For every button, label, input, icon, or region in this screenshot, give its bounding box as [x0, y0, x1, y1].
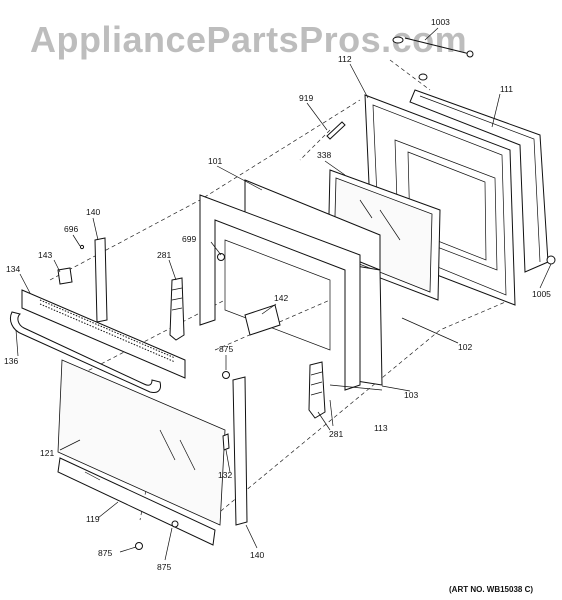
vent-trim-part: [21, 289, 186, 379]
callout-140-top: 140: [86, 207, 100, 217]
callout-136: 136: [4, 356, 18, 366]
hinge-channel-bottom-part: [232, 376, 248, 526]
door-handle-part: [9, 311, 161, 393]
frame-screw-part: [217, 253, 225, 261]
callout-121: 121: [40, 448, 54, 458]
clip-part: [57, 244, 85, 285]
hinge-bottom-part: [308, 361, 326, 419]
callout-875-left: 875: [98, 548, 112, 558]
callout-102: 102: [458, 342, 472, 352]
hinge-channel-top-part: [94, 237, 108, 323]
callout-338: 338: [317, 150, 331, 160]
hinge-screw-part: [546, 255, 556, 265]
spacer-part: [326, 121, 346, 140]
outer-glass-part: [57, 359, 226, 526]
callout-919: 919: [299, 93, 313, 103]
door-frame-part: [199, 194, 383, 391]
callout-1003: 1003: [431, 17, 450, 27]
callout-699: 699: [182, 234, 196, 244]
callout-140-bottom: 140: [250, 550, 264, 560]
callout-875-mid: 875: [219, 344, 233, 354]
small-spacer-part: [222, 433, 230, 451]
callout-132: 132: [218, 470, 232, 480]
callout-labels: 1003 112 111 919 101 338 140 696 699 281…: [4, 17, 551, 572]
callout-119: 119: [86, 514, 100, 524]
callout-113: 113: [374, 423, 388, 433]
callout-103: 103: [404, 390, 418, 400]
bracket-part: [244, 304, 281, 336]
callout-101: 101: [208, 156, 222, 166]
leader-lines: [15, 27, 552, 561]
door-gasket-part: [409, 89, 549, 273]
callout-696: 696: [64, 224, 78, 234]
callout-875-bottom: 875: [157, 562, 171, 572]
art-number: (ART NO. WB15038 C): [449, 585, 533, 594]
callout-142: 142: [274, 293, 288, 303]
callout-281-top: 281: [157, 250, 171, 260]
callout-281-bottom: 281: [329, 429, 343, 439]
callout-134: 134: [6, 264, 20, 274]
callout-111: 111: [500, 84, 513, 94]
callout-143: 143: [38, 250, 52, 260]
callout-1005: 1005: [532, 289, 551, 299]
screw-part: [392, 36, 474, 81]
screw-875-parts: [135, 371, 230, 550]
hinge-top-part: [169, 277, 185, 341]
callout-112: 112: [338, 54, 352, 64]
